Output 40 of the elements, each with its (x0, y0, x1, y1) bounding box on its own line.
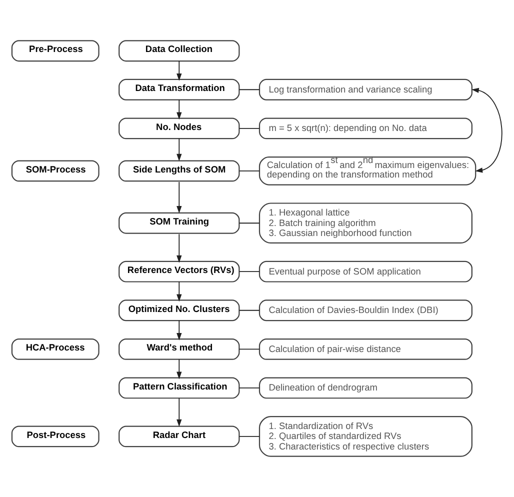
node-box: m = 5 x sqrt(n): depending on No. data (258, 118, 472, 140)
connector (238, 128, 260, 129)
node-box: Data Collection (118, 40, 240, 62)
node-box: Data Transformation (118, 78, 240, 100)
node-box: Log transformation and variance scaling (258, 78, 472, 100)
node-box: Eventual purpose of SOM application (258, 260, 472, 282)
connector (238, 310, 260, 311)
node-box: Pre-Process (11, 40, 100, 62)
node-box: Ward's method (118, 338, 240, 360)
arrow (176, 398, 182, 427)
node-box: Calculation of pair-wise distance (258, 338, 472, 360)
node-box: HCA-Process (11, 338, 100, 360)
node-box: Side Lengths of SOM (118, 160, 240, 182)
node-box: No. Nodes (118, 118, 240, 140)
node-box: SOM Training (118, 212, 240, 234)
connector (238, 348, 260, 350)
node-box: SOM-Process (11, 160, 100, 182)
node-box: 1. Standardization of RVs 2. Quartiles of standardized RVs 3. Characteristics of respective clusters (258, 416, 472, 457)
arrow (176, 234, 182, 263)
node-box: 1. Hexagonal lattice 2. Batch training algorithm 3. Gaussian neighborhood function (258, 202, 472, 244)
connector (238, 89, 260, 90)
node-box: Post-Process (11, 426, 100, 448)
node-box: Optimized No. Clusters (118, 300, 240, 322)
node-box: Radar Chart (118, 426, 240, 448)
node-box: Calculation of Davies-Bouldin Index (DBI) (258, 300, 472, 322)
arrow (176, 138, 182, 162)
node-box: Pattern Classification (118, 377, 240, 399)
node-box: Reference Vectors (RVs) (118, 260, 240, 282)
connector (238, 222, 260, 224)
connector (239, 170, 260, 172)
arrow (176, 99, 182, 120)
arrow (471, 88, 502, 173)
node-box: Delineation of dendrogram (258, 377, 472, 399)
arrow (176, 358, 182, 380)
connector (238, 436, 260, 437)
arrow (176, 60, 182, 81)
connector (238, 271, 260, 272)
arrow (176, 320, 182, 340)
arrow (176, 281, 182, 302)
arrow (176, 182, 182, 214)
